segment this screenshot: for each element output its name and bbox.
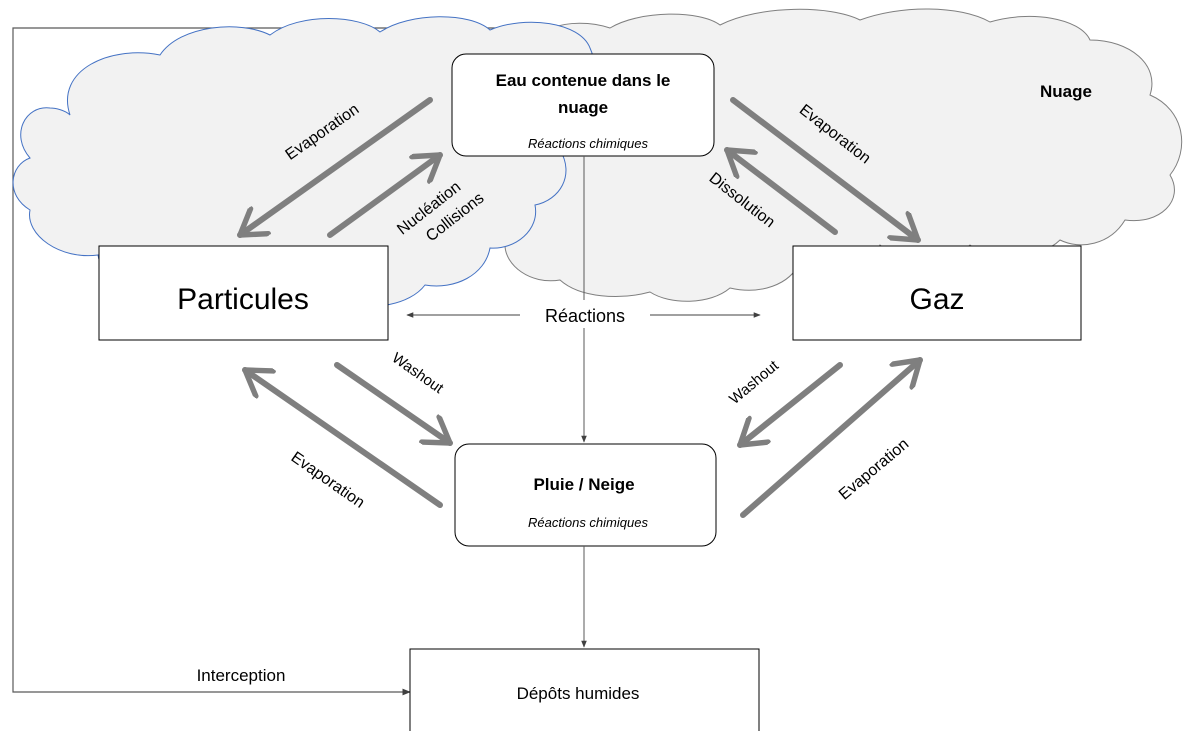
evaporation-label-bottom-left: Evaporation [288, 449, 368, 512]
arrow-washout-gas-to-rain [737, 362, 843, 448]
cloud-water-title-line1: Eau contenue dans le [496, 71, 671, 90]
particles-label: Particules [177, 283, 309, 316]
arrow-nucleation-particles-to-water [327, 152, 443, 238]
deposits-box: Dépôts humides [409, 648, 760, 731]
gas-label: Gaz [909, 283, 964, 316]
cloud-water-box: Eau contenue dans le nuage Réactions chi… [451, 53, 715, 157]
arrow-evaporation-water-to-particles [237, 97, 433, 238]
arrow-dissolution-gas-to-water [724, 147, 838, 235]
washout-label-left: Washout [389, 350, 447, 398]
deposits-label: Dépôts humides [517, 684, 640, 703]
rain-subtitle: Réactions chimiques [528, 515, 648, 530]
cloud-label: Nuage [1040, 82, 1092, 101]
cloud-water-subtitle: Réactions chimiques [528, 136, 648, 151]
interception-label: Interception [197, 666, 286, 685]
evaporation-label-bottom-right: Evaporation [836, 436, 912, 504]
reactions-label: Réactions [545, 306, 625, 326]
gas-box: Gaz [792, 245, 1082, 341]
arrow-evaporation-rain-to-particles [242, 367, 443, 508]
cloud-water-title-line2: nuage [558, 98, 608, 117]
rain-label: Pluie / Neige [533, 475, 634, 494]
arrow-evaporation-rain-to-gas [740, 357, 923, 518]
particles-box: Particules [98, 245, 389, 341]
arrow-evaporation-water-to-gas [730, 97, 921, 243]
rain-box: Pluie / Neige Réactions chimiques [454, 443, 717, 547]
washout-label-right: Washout [726, 357, 782, 408]
arrow-washout-particles-to-rain [334, 362, 453, 446]
cloud-left-shape [12, 16, 595, 312]
